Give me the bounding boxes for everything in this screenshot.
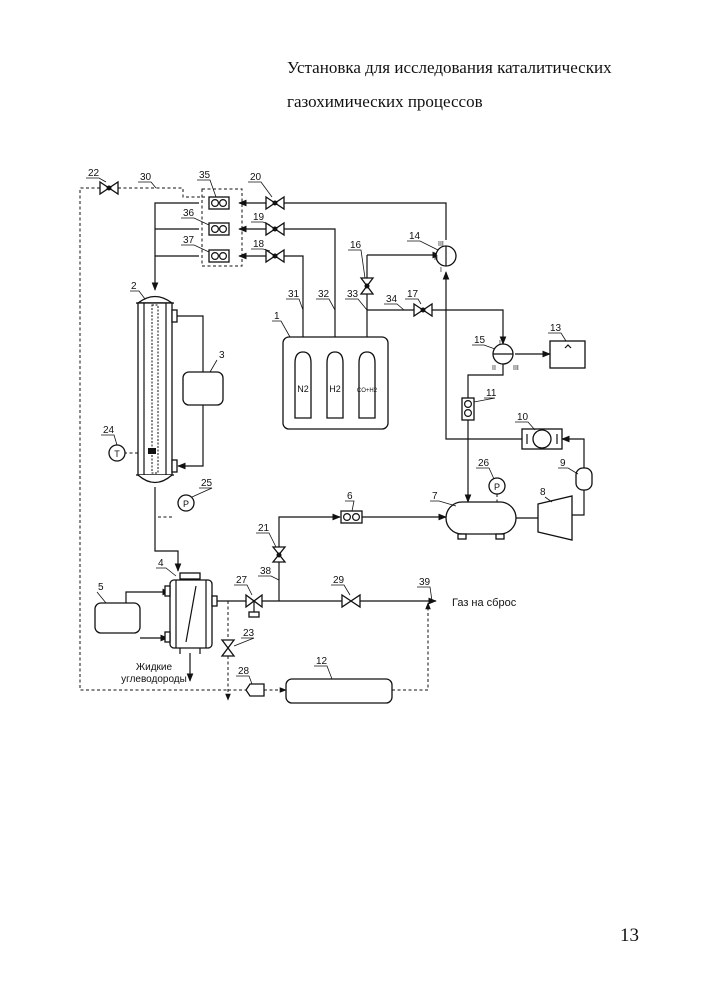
callout-28: 28 — [238, 666, 250, 677]
callout-7: 7 — [432, 491, 438, 502]
sensor-p-text-25: P — [183, 499, 189, 509]
valve-23 — [222, 640, 234, 656]
label-h2: H2 — [329, 384, 341, 394]
valve-18 — [266, 250, 284, 262]
label-co-h2: CO+H2 — [357, 388, 378, 394]
callout-13: 13 — [550, 323, 562, 334]
separator — [165, 573, 217, 654]
port-14-II: II — [434, 255, 438, 262]
analyzer — [550, 341, 585, 368]
label-gas-vent: Газ на сброс — [452, 597, 517, 609]
port-15-I: I — [499, 340, 501, 347]
callout-37: 37 — [183, 235, 195, 246]
callout-6: 6 — [347, 491, 353, 502]
callout-17: 17 — [407, 289, 419, 300]
chromatograph — [286, 679, 392, 703]
label-n2: N2 — [297, 384, 309, 394]
callout-2: 2 — [131, 281, 137, 292]
pressure-sensor-25: P — [178, 495, 194, 511]
thermostat-3 — [183, 372, 223, 405]
port-15-III: III — [513, 365, 519, 372]
back-pressure-valve-27 — [246, 595, 262, 617]
callout-22: 22 — [88, 168, 100, 179]
gas-cylinder-block — [283, 337, 388, 429]
callout-27: 27 — [236, 575, 248, 586]
valve-22 — [100, 182, 118, 194]
callout-32: 32 — [318, 289, 330, 300]
callout-35: 35 — [199, 170, 211, 181]
port-14-I: I — [440, 267, 442, 274]
compressor — [538, 496, 572, 540]
port-14-III: III — [438, 241, 444, 248]
callout-14: 14 — [409, 231, 421, 242]
label-liquid-1: Жидкие — [136, 662, 173, 673]
callout-10: 10 — [517, 412, 529, 423]
sensor-t-text: T — [114, 449, 120, 459]
filter — [576, 468, 592, 490]
valve-28 — [246, 684, 264, 696]
valve-16 — [361, 278, 373, 294]
callout-24: 24 — [103, 425, 115, 436]
callout-4: 4 — [158, 558, 164, 569]
callout-34: 34 — [386, 294, 398, 305]
callout-23: 23 — [243, 628, 255, 639]
sensor-p-text-26: P — [494, 482, 500, 492]
reactor — [136, 297, 177, 483]
thermostat-5 — [95, 603, 140, 633]
port-15-II: II — [492, 365, 496, 372]
callout-31: 31 — [288, 289, 300, 300]
callout-36: 36 — [183, 208, 195, 219]
valve-29 — [342, 595, 360, 607]
callout-25: 25 — [201, 478, 213, 489]
flow-regulator-36 — [209, 223, 229, 235]
flow-meter-11 — [462, 398, 474, 420]
receiver — [446, 502, 516, 539]
callout-30: 30 — [140, 172, 152, 183]
valve-17 — [414, 304, 432, 316]
callout-3: 3 — [219, 350, 225, 361]
callout-33: 33 — [347, 289, 359, 300]
callout-21: 21 — [258, 523, 270, 534]
callout-29: 29 — [333, 575, 345, 586]
callout-12: 12 — [316, 656, 328, 667]
callout-15: 15 — [474, 335, 486, 346]
pressure-sensor-26: P — [489, 478, 505, 494]
three-way-valve-14 — [436, 246, 456, 266]
callout-1: 1 — [274, 311, 280, 322]
valve-21 — [273, 547, 285, 562]
circulation-pump — [522, 429, 562, 449]
callout-19: 19 — [253, 212, 265, 223]
three-way-valve-15 — [493, 344, 513, 364]
callout-8: 8 — [540, 487, 546, 498]
callout-20: 20 — [250, 172, 262, 183]
callout-5: 5 — [98, 582, 104, 593]
callout-39: 39 — [419, 577, 431, 588]
temperature-sensor-24: T — [109, 445, 125, 461]
callout-18: 18 — [253, 239, 265, 250]
valve-20 — [266, 197, 284, 209]
callout-16: 16 — [350, 240, 362, 251]
flow-regulator-37 — [209, 250, 229, 262]
callout-11: 11 — [486, 388, 497, 399]
callout-38: 38 — [260, 566, 272, 577]
label-liquid-2: углеводороды — [121, 674, 187, 685]
callout-26: 26 — [478, 458, 490, 469]
flow-regulator-6 — [341, 511, 362, 523]
callout-9: 9 — [560, 458, 566, 469]
flow-regulator-35 — [209, 197, 229, 209]
